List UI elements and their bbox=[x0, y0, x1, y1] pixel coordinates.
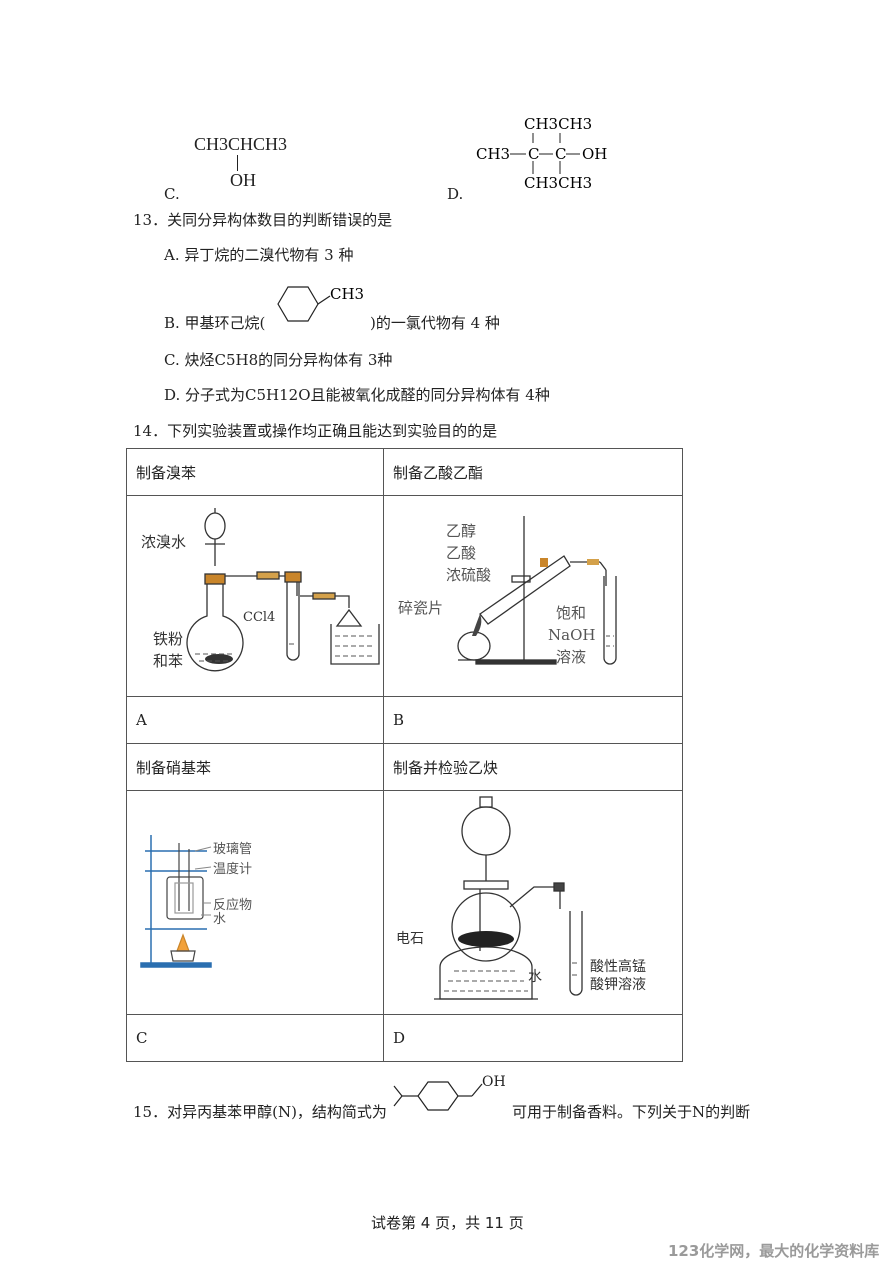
label-iron-1: 铁粉 bbox=[153, 630, 183, 648]
q14-figure-a-cell: 浓溴水 CCl4 铁粉 和苯 bbox=[126, 495, 384, 697]
q12-option-d-label: D. bbox=[447, 185, 464, 203]
methylcyclohexane-structure: CH3 bbox=[277, 285, 364, 322]
label-reactants: 反应物 bbox=[213, 897, 252, 913]
label-calcium-carbide: 电石 bbox=[396, 931, 424, 947]
label-naoh: NaOH bbox=[548, 626, 595, 644]
q12-d-c2: C bbox=[555, 145, 566, 163]
q12-c-bond bbox=[237, 155, 238, 171]
q12-d-c1: C bbox=[528, 145, 539, 163]
label-porcelain-chips: 碎瓷片 bbox=[398, 599, 443, 617]
watermark: 123化学网，最大的化学资料库 bbox=[668, 1242, 880, 1260]
label-kmno4-2: 酸钾溶液 bbox=[590, 977, 646, 993]
acetylene-apparatus: 电石 水 酸性高锰 酸钾溶液 bbox=[396, 796, 646, 1000]
label-saturated: 饱和 bbox=[556, 604, 586, 622]
label-ethanol: 乙醇 bbox=[446, 522, 476, 540]
nitrobenzene-apparatus: 玻璃管 温度计 反应物 水 bbox=[140, 835, 252, 968]
q14-figure-c-cell: 玻璃管 温度计 反应物 水 bbox=[126, 790, 384, 1015]
q14-label-c: C bbox=[126, 1014, 384, 1062]
q12-c-formula-top: CH3CHCH3 bbox=[194, 134, 288, 154]
q14-stem: 14．下列实验装置或操作均正确且能达到实验目的的是 bbox=[133, 422, 498, 440]
q12-d-top: CH3CH3 bbox=[524, 115, 592, 133]
q14-figure-d-cell: 电石 水 酸性高锰 酸钾溶液 bbox=[383, 790, 683, 1015]
label-thermometer: 温度计 bbox=[213, 861, 252, 877]
q14-label-b: B bbox=[383, 696, 683, 744]
label-sulfuric-acid: 浓硫酸 bbox=[446, 566, 491, 584]
q15-stem-post: 可用于制备香料。下列关于N的判断 bbox=[512, 1103, 751, 1121]
q14-label-a: A bbox=[126, 696, 384, 744]
q12-d-oh: OH bbox=[582, 145, 607, 163]
q12-option-c-label: C. bbox=[164, 185, 180, 203]
label-kmno4-1: 酸性高锰 bbox=[590, 958, 646, 975]
q13-stem: 13．关同分异构体数目的判断错误的是 bbox=[133, 211, 393, 229]
label-water-d: 水 bbox=[528, 969, 542, 985]
label-water-c: 水 bbox=[213, 912, 226, 927]
q14-title-d: 制备并检验乙炔 bbox=[383, 743, 683, 791]
q15-stem-pre: 15．对异丙基苯甲醇(N)，结构简式为 bbox=[133, 1103, 387, 1121]
q14-table: 制备溴苯 制备乙酸乙酯 bbox=[126, 448, 683, 1062]
q15-oh: OH bbox=[482, 1074, 506, 1090]
q12-d-structure: CH3CH3 CH3 C C OH CH3CH3 bbox=[476, 115, 607, 192]
label-acetic-acid: 乙酸 bbox=[446, 544, 476, 562]
q14-title-a: 制备溴苯 bbox=[126, 448, 384, 496]
label-bromine-water: 浓溴水 bbox=[141, 533, 186, 551]
q12-d-bottom: CH3CH3 bbox=[524, 174, 592, 192]
q14-title-c: 制备硝基苯 bbox=[126, 743, 384, 791]
q13-option-a: A. 异丁烷的二溴代物有 3 种 bbox=[164, 246, 354, 264]
label-glass-tube: 玻璃管 bbox=[213, 842, 252, 857]
q13-option-b-post: )的一氯代物有 4 种 bbox=[370, 314, 500, 332]
ethyl-acetate-apparatus: 乙醇 乙酸 浓硫酸 碎瓷片 饱和 NaOH 溶液 bbox=[398, 516, 617, 666]
page-footer: 试卷第 4 页，共 11 页 bbox=[371, 1214, 524, 1232]
q14-figure-b-cell: 乙醇 乙酸 浓硫酸 碎瓷片 饱和 NaOH 溶液 bbox=[383, 495, 683, 697]
label-ccl4: CCl4 bbox=[243, 610, 275, 625]
isopropylbenzyl-alcohol-structure: OH bbox=[393, 1074, 506, 1111]
bromobenzene-apparatus: 浓溴水 CCl4 铁粉 和苯 bbox=[141, 508, 380, 672]
label-solution: 溶液 bbox=[556, 648, 586, 666]
q12-c-oh: OH bbox=[230, 170, 256, 190]
q14-title-b: 制备乙酸乙酯 bbox=[383, 448, 683, 496]
label-iron-2: 和苯 bbox=[153, 652, 183, 670]
q12-d-left: CH3 bbox=[476, 145, 510, 163]
q13-option-b-pre: B. 甲基环己烷( bbox=[164, 314, 266, 332]
q13-option-c: C. 炔烃C5H8的同分异构体有 3种 bbox=[164, 351, 393, 369]
q14-label-d: D bbox=[383, 1014, 683, 1062]
q13-option-d: D. 分子式为C5H12O且能被氧化成醛的同分异构体有 4种 bbox=[164, 386, 550, 404]
methyl-label: CH3 bbox=[330, 285, 364, 303]
